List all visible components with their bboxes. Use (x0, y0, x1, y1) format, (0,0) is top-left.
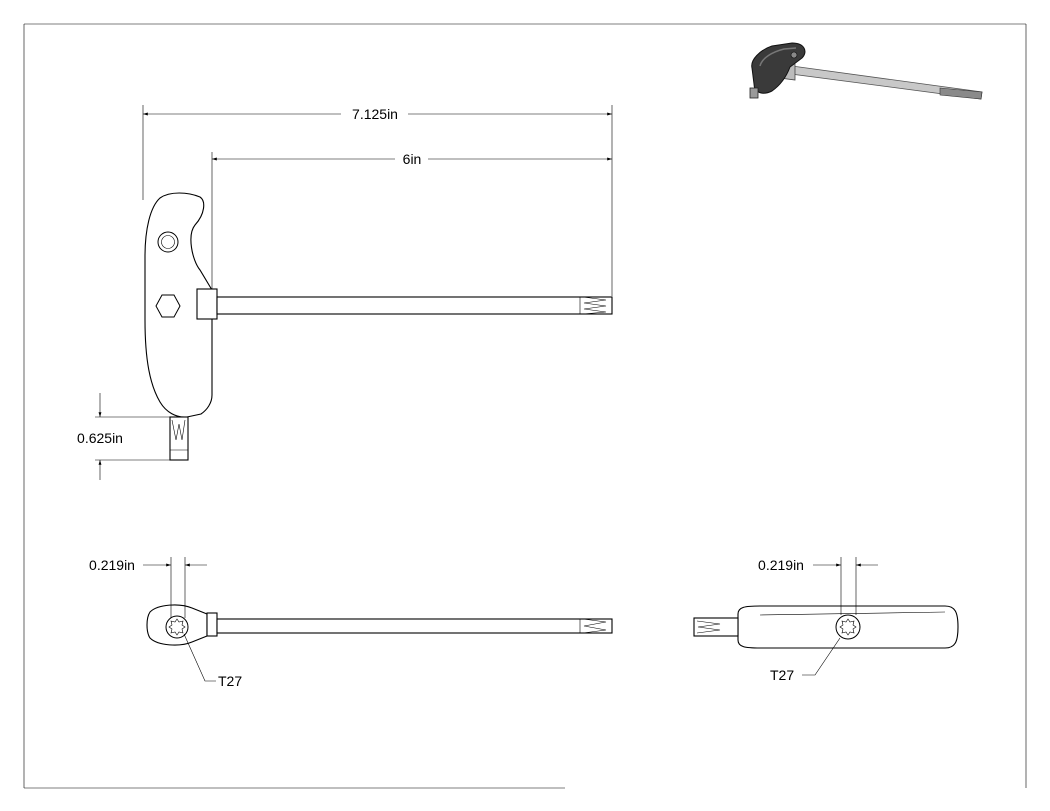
dimension-end-width: 0.219in (758, 557, 878, 615)
dim-label-tip: 0.625in (77, 430, 123, 446)
callout-label-bottom: T27 (218, 673, 242, 689)
dimension-overall-length: 7.125in (142, 105, 613, 296)
dimension-shaft-length: 6in (211, 151, 612, 289)
front-view (144, 192, 613, 461)
sheet-border (23, 23, 1027, 789)
callout-end-tip: T27 (770, 637, 841, 683)
dimension-bottom-width: 0.219in (89, 557, 207, 618)
bottom-view (146, 604, 613, 646)
dim-label-shaft: 6in (403, 151, 422, 167)
dimension-tip-length: 0.625in (77, 393, 170, 480)
isometric-view (749, 42, 983, 100)
dim-label-bottom-width: 0.219in (89, 557, 135, 573)
dim-label-overall: 7.125in (352, 106, 398, 122)
end-view (693, 605, 959, 649)
dim-label-end-width: 0.219in (758, 557, 804, 573)
callout-bottom-tip: T27 (183, 633, 242, 689)
callout-label-end: T27 (770, 667, 794, 683)
